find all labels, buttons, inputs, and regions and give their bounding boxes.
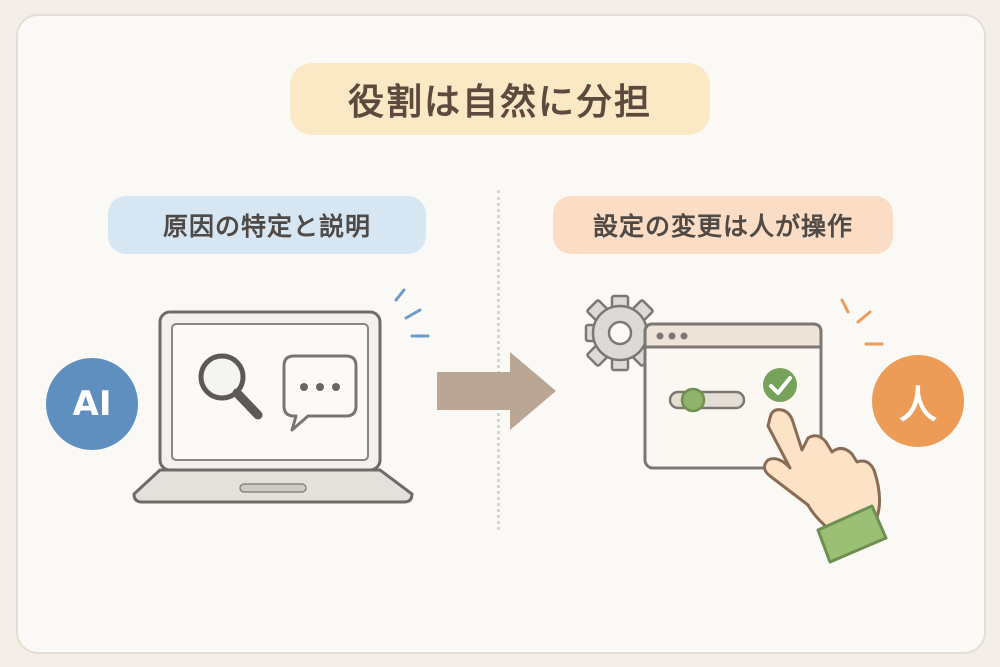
sparkle-lines-right [840, 298, 884, 346]
ai-badge: AI [46, 358, 138, 450]
magnifier-icon [198, 353, 263, 420]
person-badge: 人 [872, 355, 964, 447]
speech-bubble-icon [282, 354, 358, 432]
laptop-icon [132, 310, 414, 504]
diagram-title: 役割は自然に分担 [290, 63, 710, 135]
ai-role-label: 原因の特定と説明 [108, 196, 426, 254]
sparkle-lines-left [394, 288, 430, 338]
center-divider [497, 190, 500, 530]
flow-arrow-icon [437, 352, 556, 430]
toggle-switch-icon [668, 387, 746, 413]
pointing-hand-icon [763, 408, 888, 564]
check-icon [763, 368, 797, 402]
human-role-label: 設定の変更は人が操作 [553, 196, 893, 254]
